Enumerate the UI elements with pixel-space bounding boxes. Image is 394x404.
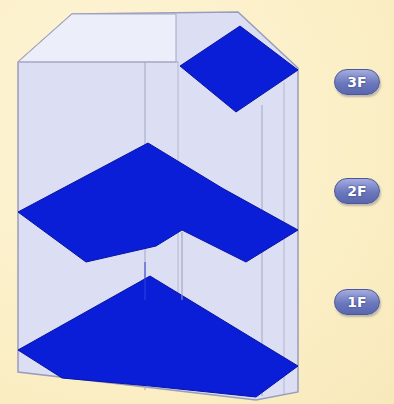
wall-edge (18, 62, 178, 63)
floor-badge: 2F (334, 178, 380, 204)
floor-badge: 3F (334, 69, 380, 95)
wall-edge (145, 262, 146, 300)
floor-label: 3F (347, 74, 366, 90)
floor-label: 1F (347, 294, 366, 310)
building-body (18, 12, 298, 400)
floor-2f (18, 143, 298, 262)
wall-edge (182, 232, 183, 300)
floor-1f (18, 276, 298, 397)
roof-face (18, 14, 176, 62)
floor-badge: 1F (334, 289, 380, 315)
floor-label: 2F (347, 183, 366, 199)
floor-3f (180, 26, 298, 112)
